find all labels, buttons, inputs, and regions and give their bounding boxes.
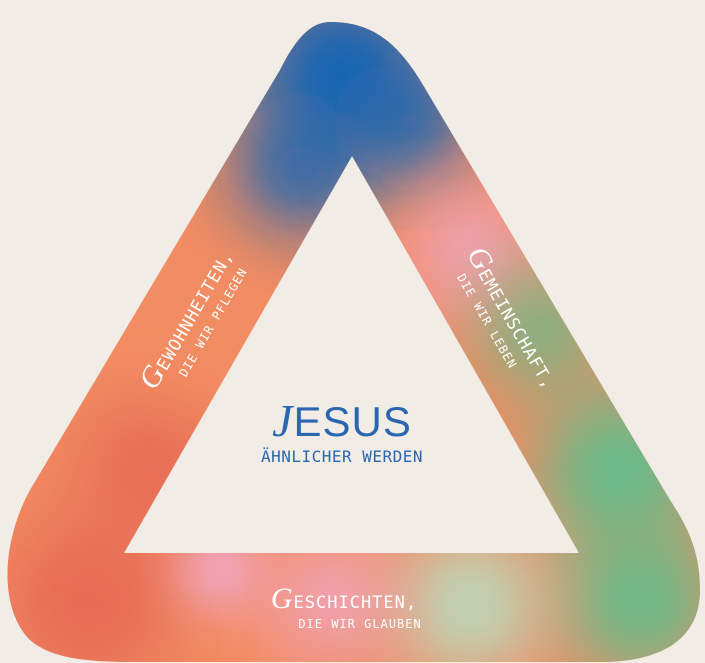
- jesus-title: JESUS: [272, 395, 412, 446]
- blob-green-lower-right: [540, 390, 700, 550]
- bottom-line1: GESCHICHTEN,: [271, 582, 417, 615]
- blob-pink-left-bottom: [180, 530, 260, 610]
- blob-coral-left: [80, 400, 220, 540]
- blob-pink-right: [415, 195, 525, 305]
- center-title: JESUS ÄHNLICHER WERDEN: [261, 395, 423, 466]
- blob-blue-upper-left: [240, 110, 360, 230]
- blob-green-corner: [565, 525, 700, 662]
- blob-pink-bottom: [275, 545, 385, 655]
- blob-orange-left: [140, 260, 260, 380]
- blob-coral-corner: [7, 515, 175, 662]
- jesus-initial: J: [272, 395, 295, 446]
- blob-blue-upper-right: [355, 65, 465, 175]
- jesus-subtitle: ÄHNLICHER WERDEN: [261, 447, 423, 466]
- side-label-bottom: GESCHICHTEN, DIE WIR GLAUBEN: [271, 582, 421, 631]
- bottom-line1-rest: ESCHICHTEN,: [294, 593, 418, 613]
- bottom-initial: G: [271, 582, 294, 615]
- jesus-rest: ESUS: [294, 398, 412, 445]
- blob-mint-bottom: [400, 535, 540, 662]
- bottom-line2: DIE WIR GLAUBEN: [298, 617, 421, 631]
